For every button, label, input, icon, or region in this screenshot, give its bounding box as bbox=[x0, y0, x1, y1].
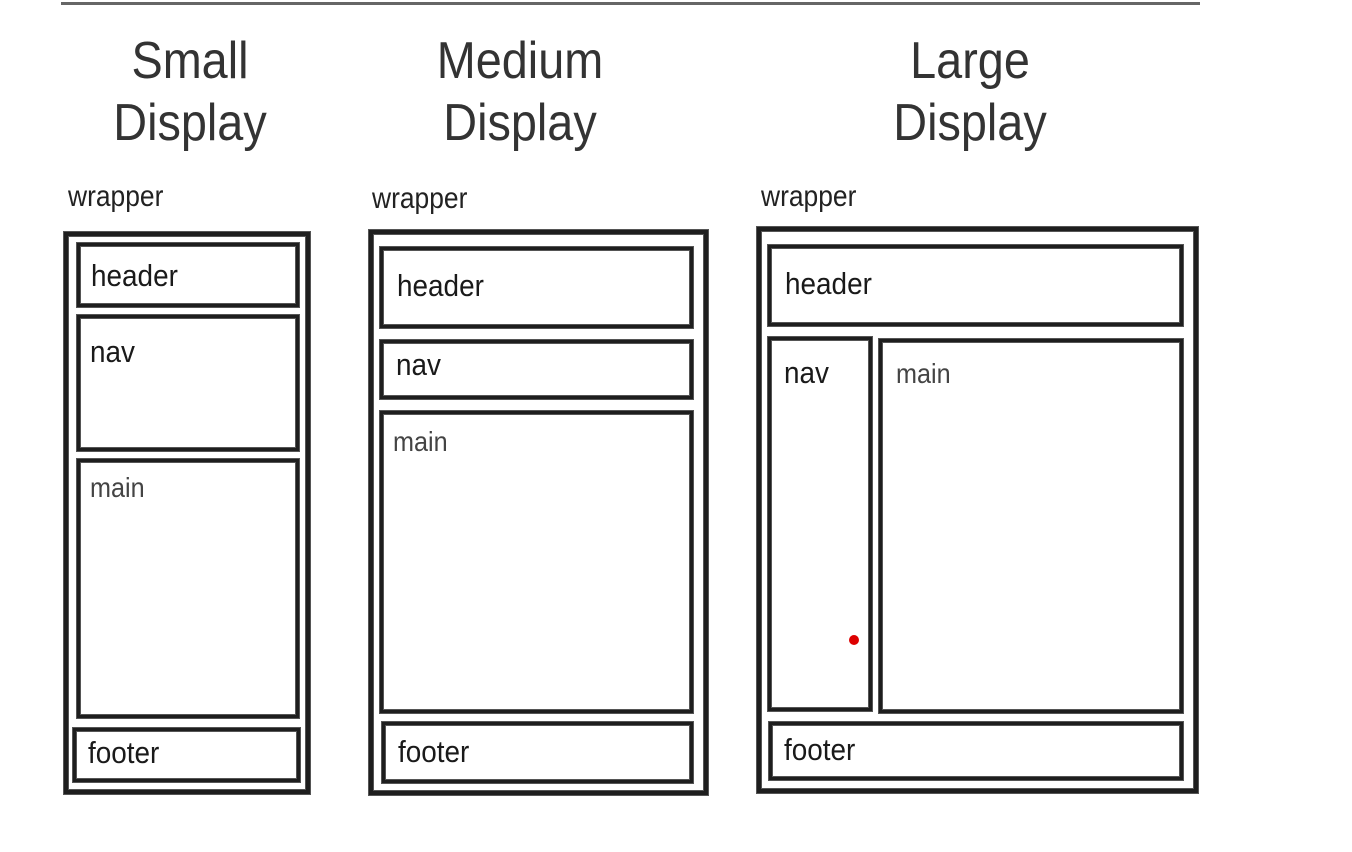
red-marker-dot bbox=[849, 635, 859, 645]
large-main-label: main bbox=[896, 358, 951, 389]
large-wrapper-box bbox=[757, 227, 1198, 793]
medium-wrapper-label: wrapper bbox=[372, 182, 468, 215]
small-footer-box bbox=[73, 728, 300, 782]
small-wrapper-box bbox=[64, 232, 310, 794]
medium-header-box bbox=[380, 247, 693, 328]
medium-footer-box bbox=[382, 722, 693, 783]
small-header-label: header bbox=[91, 258, 178, 293]
large-display-title-line2: Display bbox=[893, 94, 1047, 152]
medium-display-title: Medium Display bbox=[412, 30, 628, 154]
top-divider-line bbox=[61, 2, 1200, 5]
large-footer-label: footer bbox=[784, 732, 856, 767]
medium-main-label: main bbox=[393, 426, 448, 457]
small-header-box bbox=[77, 243, 299, 307]
large-display-title-line1: Large bbox=[910, 32, 1030, 90]
medium-nav-label: nav bbox=[396, 347, 441, 382]
small-display-title-line2: Display bbox=[113, 94, 267, 152]
small-wrapper-label: wrapper bbox=[68, 180, 164, 213]
large-footer-box bbox=[769, 722, 1183, 780]
medium-main-box bbox=[380, 411, 693, 713]
medium-wrapper-box bbox=[369, 230, 708, 795]
small-main-box bbox=[77, 459, 299, 718]
medium-header-label: header bbox=[397, 268, 484, 303]
large-header-box bbox=[768, 245, 1183, 326]
medium-footer-label: footer bbox=[398, 734, 470, 769]
small-display-title: Small Display bbox=[87, 30, 294, 154]
medium-display-title-line1: Medium bbox=[436, 32, 604, 90]
small-footer-label: footer bbox=[88, 735, 160, 770]
small-display-title-line1: Small bbox=[131, 32, 249, 90]
large-header-label: header bbox=[785, 266, 872, 301]
medium-nav-box bbox=[380, 340, 693, 399]
large-main-box bbox=[879, 339, 1183, 713]
small-main-label: main bbox=[90, 472, 145, 503]
large-nav-label: nav bbox=[784, 355, 829, 390]
large-display-title: Large Display bbox=[862, 30, 1078, 154]
large-wrapper-label: wrapper bbox=[761, 180, 857, 213]
small-nav-label: nav bbox=[90, 334, 135, 369]
large-nav-box bbox=[768, 337, 872, 711]
small-nav-box bbox=[77, 315, 299, 451]
medium-display-title-line2: Display bbox=[443, 94, 597, 152]
